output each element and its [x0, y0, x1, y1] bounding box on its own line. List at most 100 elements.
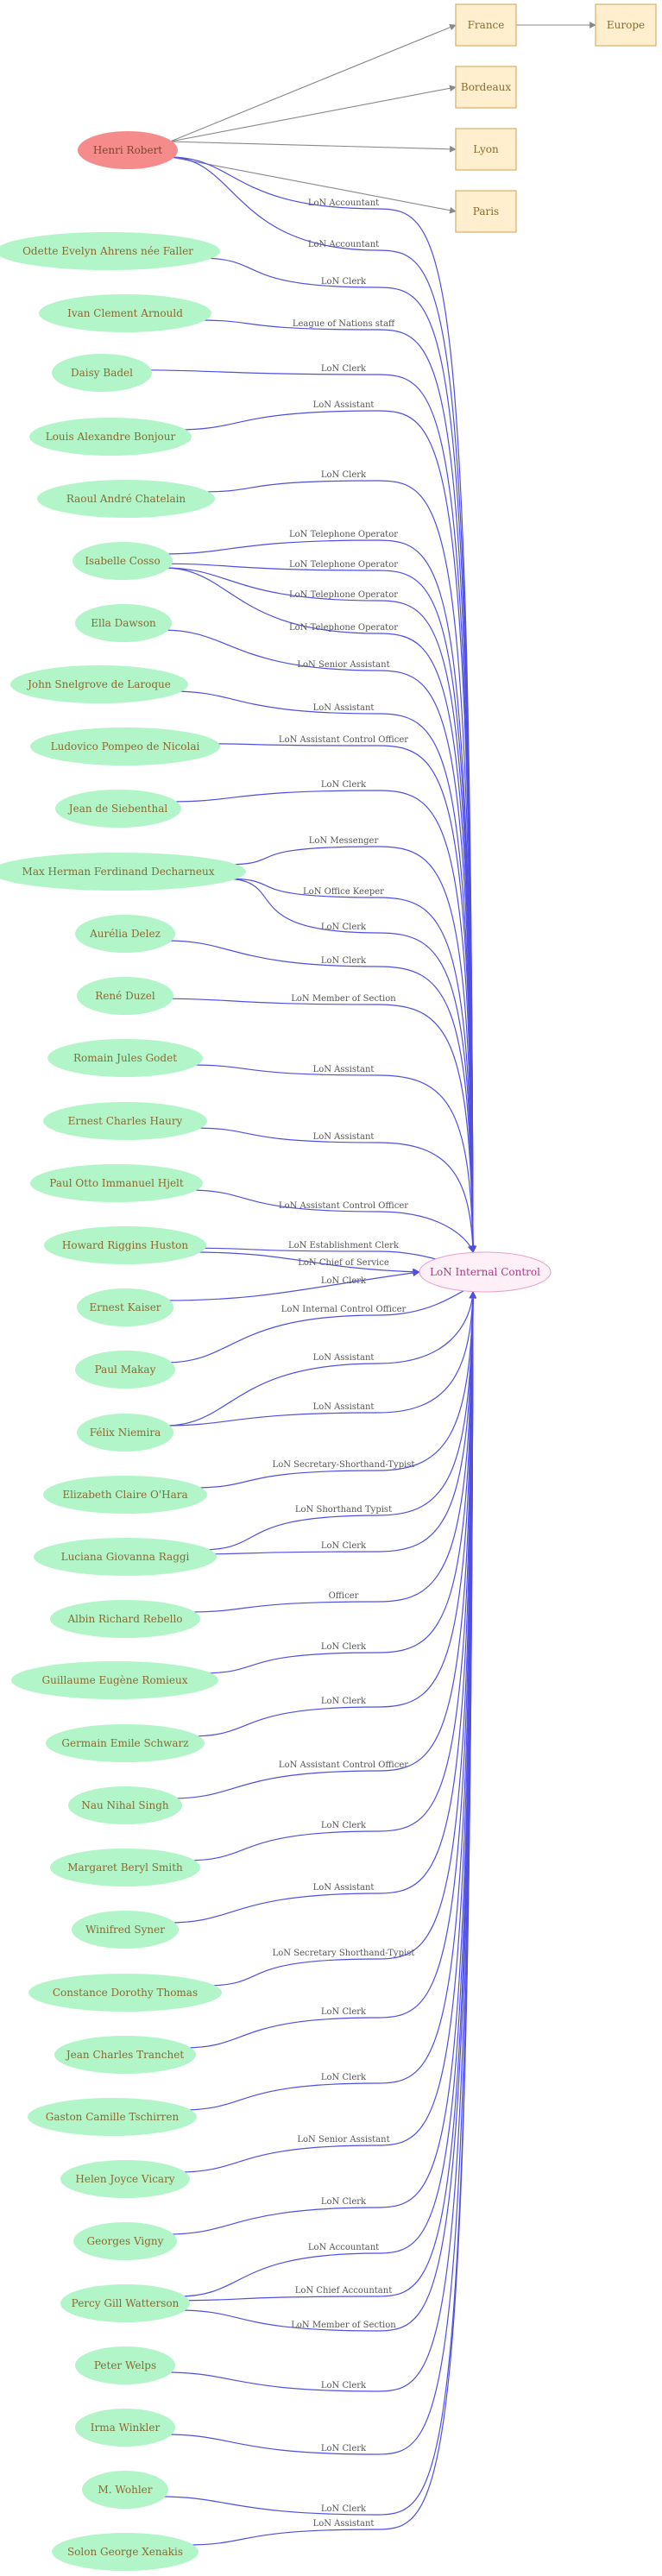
- hub-ellipse: [419, 1251, 552, 1293]
- person-node-p7[interactable]: Ella Dawson: [75, 604, 172, 642]
- person-node-p12[interactable]: Aurélia Delez: [75, 915, 175, 953]
- person-node-p18[interactable]: Ernest Kaiser: [77, 1288, 173, 1326]
- edge-label: LoN Accountant: [308, 2243, 379, 2252]
- person-ellipse: [72, 1911, 179, 1949]
- role-edge-p20: [164, 1291, 476, 1427]
- person-node-p19[interactable]: Paul Makay: [75, 1351, 175, 1389]
- place-node-lyon[interactable]: Lyon: [455, 128, 517, 171]
- place-label: Lyon: [473, 143, 499, 155]
- person-ellipse: [47, 1039, 203, 1077]
- person-node-p36[interactable]: Irma Winkler: [75, 2409, 175, 2447]
- person-ellipse: [60, 2160, 190, 2198]
- person-label: Guillaume Eugène Romieux: [42, 1674, 188, 1686]
- edge-label: LoN Clerk: [321, 277, 367, 287]
- person-node-p27[interactable]: Margaret Beryl Smith: [50, 1849, 200, 1886]
- person-label: Ernest Charles Haury: [68, 1115, 183, 1127]
- person-node-p4[interactable]: Louis Alexandre Bonjour: [29, 418, 192, 456]
- person-node-p28[interactable]: Winifred Syner: [72, 1911, 179, 1949]
- person-label: Peter Welps: [94, 2359, 156, 2371]
- role-edge-p11: [223, 878, 477, 1253]
- role-edge-p10: [169, 790, 477, 1253]
- place-edge-p0-paris: [170, 156, 457, 214]
- person-node-p16[interactable]: Paul Otto Immanuel Hjelt: [30, 1164, 203, 1202]
- edge-label: LoN Assistant: [313, 1402, 375, 1412]
- person-node-p37[interactable]: M. Wohler: [82, 2471, 168, 2509]
- person-label: M. Wohler: [98, 2484, 152, 2496]
- edge-label: LoN Assistant: [313, 2519, 375, 2529]
- edge-label: LoN Member of Section: [291, 2321, 396, 2330]
- person-node-p23[interactable]: Albin Richard Rebello: [50, 1600, 200, 1638]
- place-node-bordeaux[interactable]: Bordeaux: [455, 66, 517, 109]
- person-ellipse: [30, 1164, 203, 1202]
- person-node-p17[interactable]: Howard Riggins Huston: [44, 1226, 206, 1264]
- person-node-p10[interactable]: Jean de Siebenthal: [55, 790, 181, 828]
- place-node-france[interactable]: France: [455, 3, 517, 47]
- place-node-europe[interactable]: Europe: [595, 3, 657, 47]
- person-node-p5[interactable]: Raoul André Chatelain: [37, 480, 215, 518]
- person-node-p2[interactable]: Ivan Clement Arnould: [39, 294, 211, 332]
- role-edge-p26: [172, 1291, 477, 1799]
- person-node-p0[interactable]: Henri Robert: [78, 131, 178, 169]
- role-edge-p34: [178, 1291, 477, 2332]
- role-edge-p13: [164, 998, 477, 1253]
- person-node-p24[interactable]: Guillaume Eugène Romieux: [11, 1661, 218, 1699]
- person-node-p8[interactable]: John Snelgrove de Laroque: [10, 665, 188, 703]
- person-ellipse: [10, 665, 188, 703]
- edge-label: League of Nations staff: [293, 319, 395, 329]
- person-label: Ella Dawson: [91, 617, 156, 629]
- person-node-p35[interactable]: Peter Welps: [75, 2346, 175, 2384]
- person-node-p3[interactable]: Daisy Badel: [52, 354, 152, 392]
- person-node-p32[interactable]: Helen Joyce Vicary: [60, 2160, 190, 2198]
- role-edge-p6: [163, 567, 477, 1253]
- person-label: Odette Evelyn Ahrens née Faller: [22, 245, 193, 257]
- role-edge-p8: [172, 690, 477, 1253]
- person-ellipse: [28, 1974, 222, 2012]
- person-node-p1[interactable]: Odette Evelyn Ahrens née Faller: [0, 232, 220, 270]
- edge-label: LoN Secretary-Shorthand-Typist: [273, 1460, 415, 1470]
- role-edge-p24: [199, 1291, 477, 1674]
- person-label: Jean de Siebenthal: [67, 803, 168, 815]
- edge-label: LoN Telephone Operator: [289, 560, 398, 570]
- person-node-p26[interactable]: Nau Nihal Singh: [68, 1786, 182, 1824]
- role-edge-p5: [199, 480, 477, 1253]
- place-box: [455, 3, 517, 47]
- person-node-p38[interactable]: Solon George Xenakis: [52, 2533, 199, 2571]
- role-edge-p27: [186, 1291, 477, 1861]
- role-edge-p18: [164, 1269, 420, 1301]
- edge-label: LoN Clerk: [321, 2007, 367, 2017]
- person-node-p21[interactable]: Elizabeth Claire O'Hara: [43, 1476, 207, 1514]
- person-node-p6[interactable]: Isabelle Cosso: [73, 542, 173, 580]
- person-node-p15[interactable]: Ernest Charles Haury: [43, 1102, 207, 1140]
- edge-label: LoN Clerk: [321, 1642, 367, 1652]
- person-node-p29[interactable]: Constance Dorothy Thomas: [28, 1974, 222, 2012]
- edge-label: LoN Assistant: [313, 703, 375, 713]
- edge-label: LoN Establishment Clerk: [288, 1241, 400, 1250]
- edge-label: LoN Member of Section: [291, 994, 396, 1004]
- role-edge-p20: [164, 1291, 476, 1427]
- person-ellipse: [46, 1724, 205, 1762]
- person-label: Louis Alexandre Bonjour: [46, 431, 176, 443]
- person-label: Georges Vigny: [87, 2235, 164, 2247]
- role-edge-p9: [203, 743, 477, 1253]
- role-edge-p34: [178, 1291, 477, 2302]
- person-node-p22[interactable]: Luciana Giovanna Raggi: [34, 1538, 217, 1576]
- person-node-p14[interactable]: Romain Jules Godet: [47, 1039, 203, 1077]
- place-node-paris[interactable]: Paris: [455, 190, 517, 233]
- person-ellipse: [50, 1849, 200, 1886]
- person-node-p34[interactable]: Percy Gill Watterson: [60, 2284, 190, 2322]
- person-node-p31[interactable]: Gaston Camille Tschirren: [28, 2098, 197, 2136]
- person-node-p20[interactable]: Félix Niemira: [77, 1414, 173, 1452]
- edge-label: LoN Office Keeper: [303, 887, 384, 897]
- role-edge-p11: [223, 878, 477, 1253]
- person-node-p33[interactable]: Georges Vigny: [73, 2222, 177, 2260]
- person-node-p9[interactable]: Ludovico Pompeo de Nicolai: [30, 727, 220, 765]
- person-node-p11[interactable]: Max Herman Ferdinand Decharneux: [0, 853, 246, 891]
- person-node-p13[interactable]: René Duzel: [77, 977, 173, 1015]
- place-box: [455, 190, 517, 233]
- person-node-p25[interactable]: Germain Emile Schwarz: [46, 1724, 205, 1762]
- person-node-p30[interactable]: Jean Charles Tranchet: [54, 2036, 196, 2074]
- edge-label: LoN Messenger: [309, 836, 379, 846]
- person-label: Winifred Syner: [85, 1924, 165, 1936]
- person-ellipse: [73, 542, 173, 580]
- hub-node[interactable]: LoN Internal Control: [419, 1251, 552, 1293]
